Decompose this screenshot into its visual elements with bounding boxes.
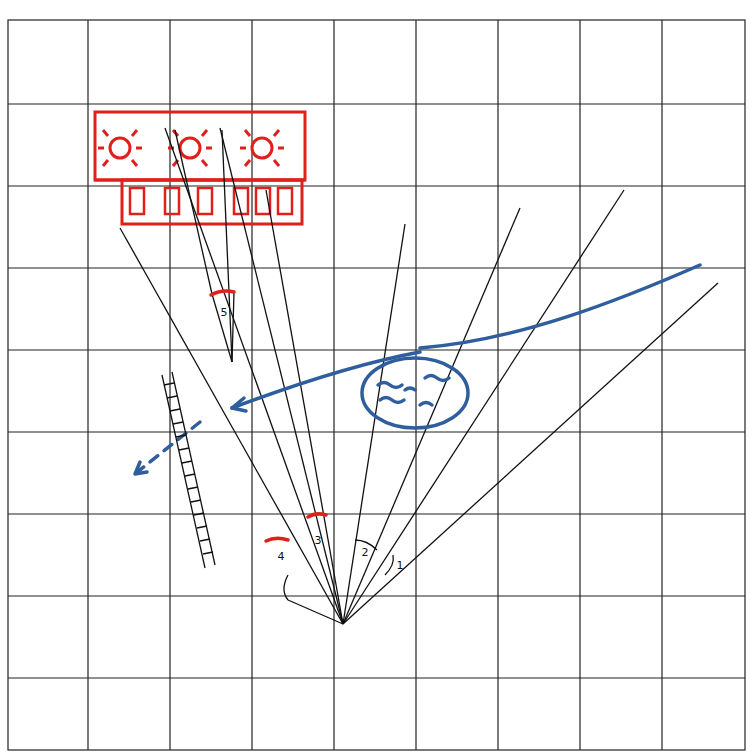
sight-lines <box>120 128 718 624</box>
angle-number: 5 <box>221 307 228 318</box>
figure-symbols <box>98 130 284 166</box>
angle-number: 2 <box>362 547 369 558</box>
angle-number: 4 <box>278 551 285 562</box>
angle-number: 1 <box>397 560 404 571</box>
building <box>95 112 305 224</box>
grid <box>8 20 745 750</box>
ladder <box>162 372 215 568</box>
angle-number: 3 <box>315 535 322 546</box>
stream <box>135 265 700 474</box>
angle-marks <box>211 291 326 541</box>
